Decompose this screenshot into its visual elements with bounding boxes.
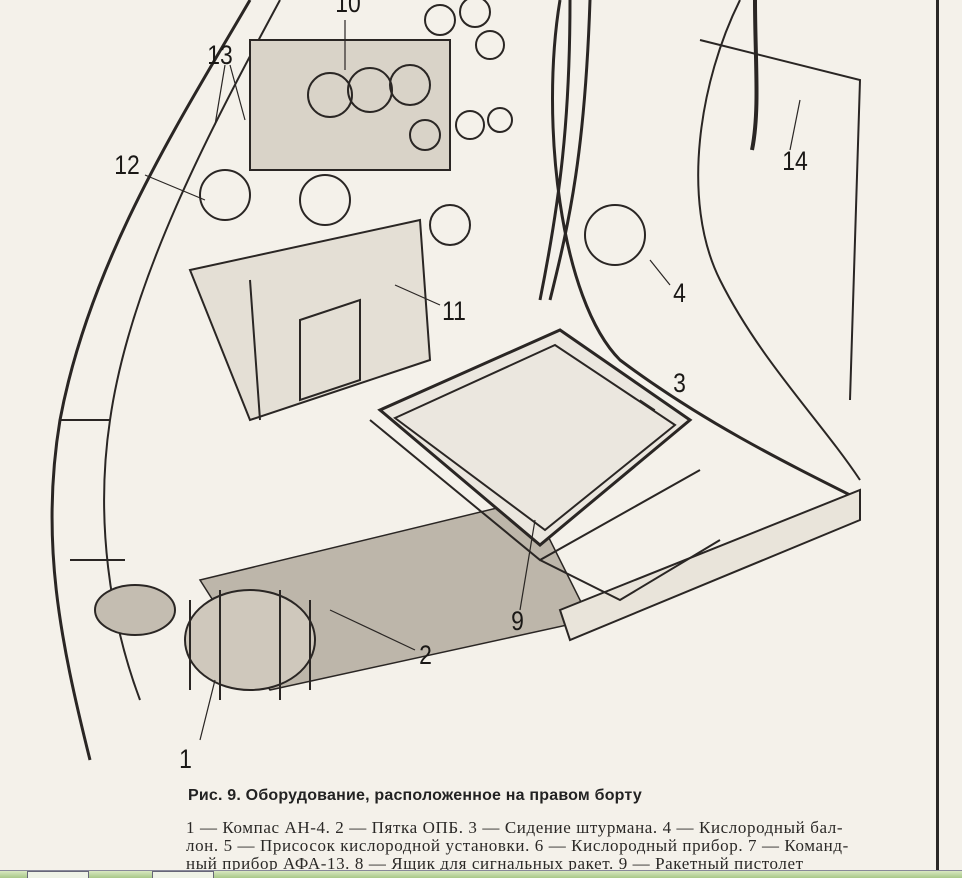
- page-edge-line: [936, 0, 939, 877]
- door-frame: [551, 0, 861, 502]
- label-4: 4: [673, 278, 686, 308]
- label-11: 11: [442, 296, 466, 326]
- side-panel: [188, 218, 432, 422]
- label-12: 12: [114, 150, 140, 180]
- label-2: 2: [419, 640, 432, 670]
- label-13: 13: [207, 40, 233, 70]
- label-3: 3: [673, 368, 686, 398]
- caption-line-2: лон. 5 — Присосок кислородной установки.…: [186, 836, 849, 855]
- taskbar-button[interactable]: [152, 871, 214, 878]
- label-1: 1: [179, 744, 192, 774]
- caption-line-1: 1 — Компас АН-4. 2 — Пятка ОПБ. 3 — Сиде…: [186, 818, 844, 837]
- label-10: 10: [335, 0, 361, 18]
- label-9: 9: [511, 606, 524, 636]
- navigator-seat: [377, 328, 693, 547]
- label-14: 14: [782, 146, 808, 176]
- taskbar-button[interactable]: [27, 871, 89, 878]
- taskbar: [0, 870, 962, 878]
- compass-an4: [94, 584, 316, 700]
- fuselage-frame: [50, 0, 252, 761]
- figure-caption-title: Рис. 9. Оборудование, расположенное на п…: [188, 787, 642, 804]
- cockpit-equipment-illustration: [50, 0, 862, 761]
- caption-line-3: ный прибор АФА-13. 8 — Ящик для сигнальн…: [186, 854, 804, 873]
